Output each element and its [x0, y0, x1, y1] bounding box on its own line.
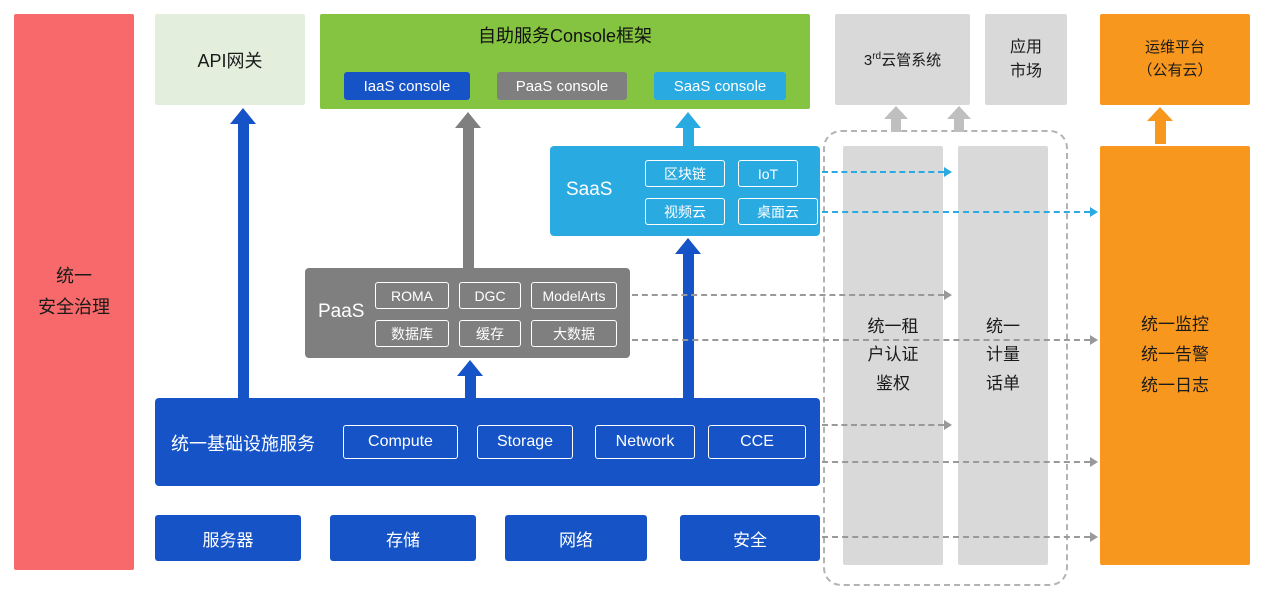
console-frame-title: 自助服务Console框架 [477, 26, 653, 46]
third-party-pre: 3 [863, 52, 873, 69]
iaas-console-chip: IaaS console [344, 72, 470, 100]
console-frame-box: 自助服务Console框架 IaaS console PaaS console … [320, 14, 810, 109]
paas-console-chip: PaaS console [497, 72, 627, 100]
third-party-post: 云管系统 [881, 52, 942, 69]
paas-item-modelarts: ModelArts [531, 282, 617, 309]
paas-item-roma: ROMA [375, 282, 449, 309]
iaas-item-network: Network [595, 425, 695, 459]
paas-item-database: 数据库 [375, 320, 449, 347]
arrow-saas-to-console [675, 112, 701, 146]
saas-item-blockchain: 区块链 [645, 160, 725, 187]
api-gateway-box: API网关 [155, 14, 305, 105]
connector-security-hw-to-monitoring [822, 532, 1098, 542]
arrow-metering-to-third-party [947, 106, 971, 132]
connector-iaas-to-metering [822, 420, 952, 430]
security-governance-bar: 统一 安全治理 [14, 14, 134, 570]
third-party-sup: rd [872, 51, 882, 62]
hardware-security-box: 安全 [680, 515, 820, 561]
arrow-monitoring-to-ops-platform [1147, 107, 1173, 144]
arrow-iaas-to-saas [675, 238, 701, 398]
metering-bar: 统一 计量 话单 [958, 146, 1048, 565]
saas-item-iot: IoT [738, 160, 798, 187]
iaas-item-compute: Compute [343, 425, 458, 459]
connector-paas-to-monitoring [632, 335, 1098, 345]
paas-item-dgc: DGC [459, 282, 521, 309]
connector-saas-to-monitoring [822, 207, 1098, 217]
paas-item-cache: 缓存 [459, 320, 521, 347]
arrow-iaas-to-paas [457, 360, 483, 398]
shared-services-dashed-frame [823, 130, 1068, 586]
app-market-box: 应用 市场 [985, 14, 1067, 105]
hardware-storage-box: 存储 [330, 515, 476, 561]
saas-console-chip: SaaS console [654, 72, 786, 100]
connector-saas-to-auth [822, 167, 952, 177]
connector-iaas-to-monitoring [822, 457, 1098, 467]
hardware-server-box: 服务器 [155, 515, 301, 561]
saas-item-desktop-cloud: 桌面云 [738, 198, 818, 225]
arrow-iaas-to-api-gateway [230, 108, 256, 398]
saas-label: SaaS [566, 179, 613, 200]
monitoring-bar: 统一监控 统一告警 统一日志 [1100, 146, 1250, 565]
paas-box: PaaS ROMA DGC ModelArts 数据库 缓存 大数据 [305, 268, 630, 358]
console-row: IaaS console PaaS console SaaS console [320, 72, 810, 100]
connector-paas-to-metering [632, 290, 952, 300]
third-party-cloud-box: 3rd云管系统 [835, 14, 970, 105]
ops-platform-box: 运维平台 （公有云） [1100, 14, 1250, 105]
hardware-network-box: 网络 [505, 515, 647, 561]
iaas-item-storage: Storage [477, 425, 573, 459]
iaas-item-cce: CCE [708, 425, 806, 459]
tenant-auth-bar: 统一租 户认证 鉴权 [843, 146, 943, 565]
saas-item-video-cloud: 视频云 [645, 198, 725, 225]
iaas-label: 统一基础设施服务 [171, 434, 315, 454]
iaas-box: 统一基础设施服务 Compute Storage Network CCE [155, 398, 820, 486]
paas-item-bigdata: 大数据 [531, 320, 617, 347]
arrow-paas-to-console [455, 112, 481, 268]
saas-box: SaaS 区块链 IoT 视频云 桌面云 [550, 146, 820, 236]
arrow-auth-to-third-party [884, 106, 908, 132]
paas-label: PaaS [318, 301, 365, 322]
